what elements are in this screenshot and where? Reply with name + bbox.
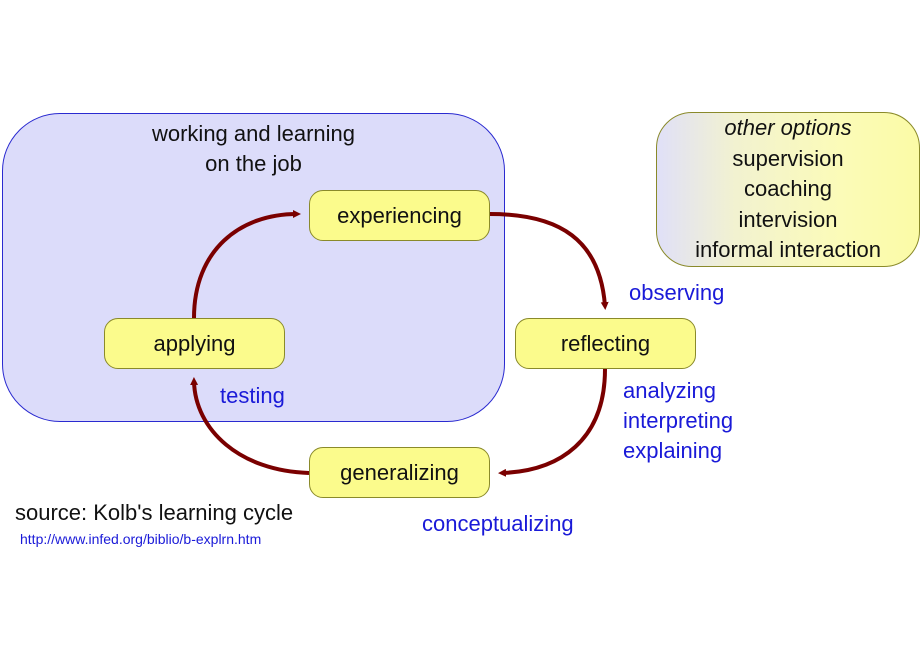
job-region xyxy=(2,113,505,422)
arrow-reflecting-to-generalizing xyxy=(498,368,607,477)
label-analyzing: analyzing xyxy=(623,378,716,403)
options-heading: other options xyxy=(724,115,852,140)
option-item: supervision xyxy=(732,145,844,171)
region-title-line1: working and learning xyxy=(151,121,356,146)
label-analyzing-group: analyzing interpreting explaining xyxy=(623,376,733,466)
label-interpreting: interpreting xyxy=(623,408,734,433)
node-applying-label: applying xyxy=(153,330,236,356)
arrow-generalizing-to-applying xyxy=(190,377,310,475)
options-box xyxy=(656,112,920,267)
option-item: intervision xyxy=(738,206,838,232)
node-reflecting: reflecting xyxy=(515,318,696,369)
node-generalizing: generalizing xyxy=(309,447,490,498)
option-item: coaching xyxy=(743,176,833,201)
node-reflecting-label: reflecting xyxy=(560,330,651,356)
source-url: http://www.infed.org/biblio/b-explrn.htm xyxy=(20,531,262,547)
node-experiencing-label: experiencing xyxy=(337,202,462,228)
option-item: informal interaction xyxy=(695,237,881,262)
region-title: working and learning on the job xyxy=(2,119,505,179)
node-applying: applying xyxy=(104,318,285,369)
label-observing: observing xyxy=(629,280,725,305)
label-conceptualizing: conceptualizing xyxy=(422,511,574,536)
label-explaining: explaining xyxy=(623,438,723,463)
source-text: source: Kolb's learning cycle xyxy=(15,500,294,525)
options-list: other options supervision coaching inter… xyxy=(656,113,920,266)
label-testing: testing xyxy=(220,383,285,408)
region-title-line2: on the job xyxy=(205,151,302,176)
node-generalizing-label: generalizing xyxy=(340,459,459,485)
arrow-applying-to-experiencing xyxy=(192,210,301,319)
node-experiencing: experiencing xyxy=(309,190,490,241)
arrow-experiencing-to-reflecting xyxy=(489,212,609,310)
